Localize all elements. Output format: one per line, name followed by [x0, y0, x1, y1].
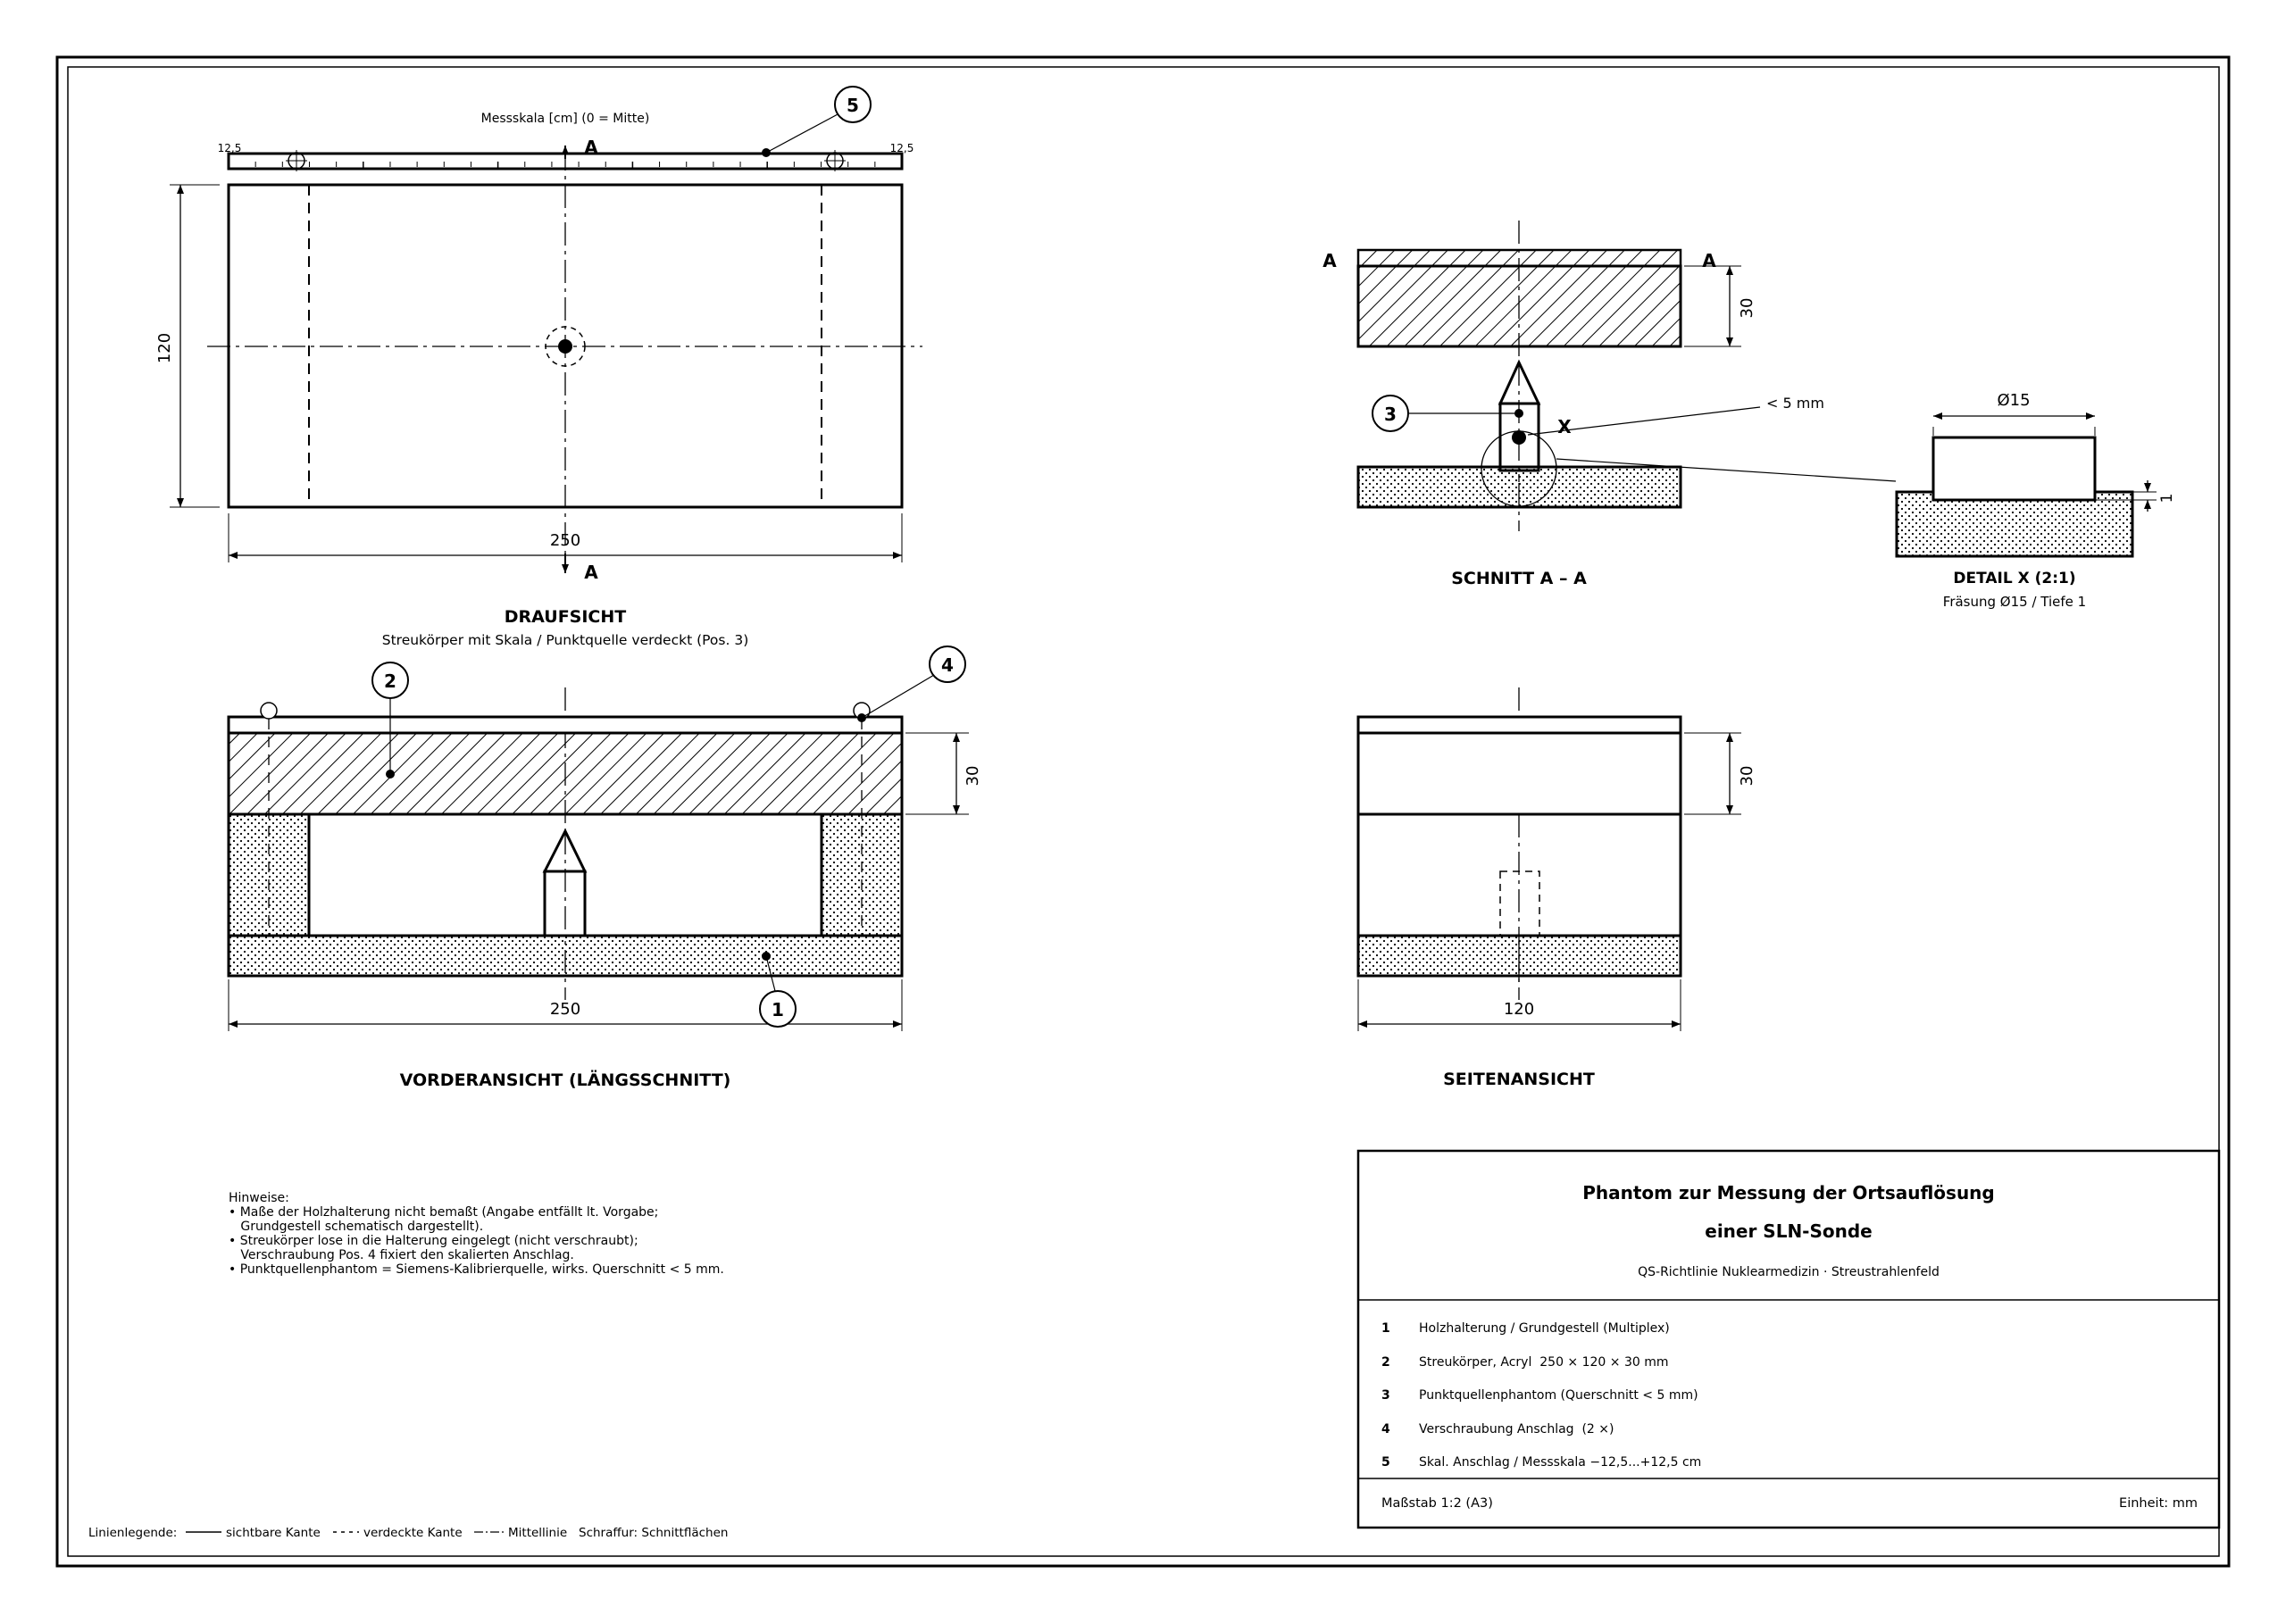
dimension-width-250: 250 — [550, 531, 580, 550]
legend-label: Linienlegende: — [88, 1526, 177, 1540]
balloon-1-label: 1 — [772, 999, 784, 1020]
part-5-text: Skal. Anschlag / Messskala −12,5...+12,5… — [1419, 1455, 1701, 1470]
part-2-number: 2 — [1381, 1355, 1390, 1370]
scale-label: Messskala [cm] (0 = Mitte) — [481, 112, 650, 126]
section-dim-30: 30 — [1738, 298, 1756, 319]
scale-left-value: 12,5 — [218, 142, 242, 154]
legend-visible: sichtbare Kante — [226, 1526, 321, 1540]
detail-subtitle: Fräsung Ø15 / Tiefe 1 — [1943, 594, 2086, 610]
detail-marker-x: X — [1557, 416, 1572, 437]
outer-frame — [55, 55, 2231, 1568]
side-view: 30 120 SEITENANSICHT — [1356, 687, 1756, 1089]
balloon-5-label: 5 — [847, 95, 859, 116]
legend-center: Mittellinie — [508, 1526, 567, 1540]
front-view-title: VORDERANSICHT (LÄNGSSCHNITT) — [400, 1069, 731, 1090]
notes-line-4: Verschraubung Pos. 4 fixiert den skalier… — [229, 1248, 574, 1262]
balloon-3-label: 3 — [1384, 404, 1397, 425]
notes-line-5: • Punktquellenphantom = Siemens-Kalibrie… — [229, 1262, 724, 1277]
balloon-2-label: 2 — [384, 670, 396, 692]
part-1-number: 1 — [1381, 1321, 1390, 1336]
drawing-scale: Maßstab 1:2 (A3) — [1381, 1496, 1493, 1511]
notes-line-1: • Maße der Holzhalterung nicht bemaßt (A… — [229, 1205, 658, 1220]
section-scale-strip — [1356, 248, 1682, 268]
dimension-height-120: 120 — [155, 333, 174, 363]
section-title: SCHNITT A – A — [1451, 569, 1587, 588]
front-dim-250: 250 — [550, 1000, 580, 1019]
detail-title: DETAIL X (2:1) — [1953, 570, 2075, 587]
part-3-number: 3 — [1381, 1388, 1390, 1403]
section-marker-left: A — [1322, 250, 1337, 271]
side-view-title: SEITENANSICHT — [1443, 1070, 1595, 1089]
scale-ticks — [228, 162, 903, 169]
title-block-frame — [1356, 1149, 2221, 1529]
detail-depth-label: 1 — [2158, 494, 2176, 504]
part-4-text: Verschraubung Anschlag (2 ×) — [1419, 1422, 1614, 1437]
part-3-text: Punktquellenphantom (Querschnitt < 5 mm) — [1419, 1388, 1698, 1403]
line-legend: Linienlegende: sichtbare Kante verdeckte… — [88, 1526, 728, 1540]
section-marker-bottom: A — [584, 562, 598, 583]
point-source-center — [558, 339, 572, 354]
front-base-plate — [227, 934, 904, 978]
detail-base — [1895, 490, 2134, 558]
balloon-3 — [1372, 395, 1409, 432]
screw-left — [260, 702, 278, 720]
inner-frame — [67, 66, 2220, 1557]
top-view: Messskala [cm] (0 = Mitte) 12,5 12,5 A A — [155, 86, 922, 648]
detail-x-circle — [1481, 430, 1557, 507]
part-5-number: 5 — [1381, 1455, 1390, 1470]
balloon-1 — [759, 990, 797, 1028]
detail-probe-recess — [1931, 436, 2097, 502]
section-base-plate — [1356, 465, 1682, 509]
notes-line-3: • Streukörper lose in die Halterung eing… — [229, 1234, 638, 1248]
scale-right-value: 12,5 — [890, 142, 914, 154]
section-a-a-view: A A 30 X < 5 mm 3 SCHNITT A – A — [1322, 221, 1897, 588]
part-1-text: Holzhalterung / Grundgestell (Multiplex) — [1419, 1321, 1670, 1336]
part-4-number: 4 — [1381, 1422, 1390, 1437]
section-marker-top: A — [584, 137, 598, 158]
title-block: Phantom zur Messung der Ortsauflösung ei… — [1356, 1149, 2221, 1529]
title-line-1: Phantom zur Messung der Ortsauflösung — [1582, 1182, 1995, 1203]
balloon-4 — [929, 645, 966, 683]
top-view-subtitle: Streukörper mit Skala / Punktquelle verd… — [382, 632, 749, 648]
legend-hidden: verdeckte Kante — [363, 1526, 463, 1540]
balloon-4-label: 4 — [941, 654, 954, 676]
detail-x-view: Ø15 1 DETAIL X (2:1) Fräsung Ø15 / Tiefe… — [1895, 391, 2176, 610]
side-scatter-body — [1356, 731, 1682, 816]
section-marker-right: A — [1702, 250, 1716, 271]
section-scatter-body — [1356, 264, 1682, 348]
front-scale-strip — [227, 715, 904, 735]
legend-hatch: Schraffur: Schnittflächen — [579, 1526, 728, 1540]
side-dim-120: 120 — [1504, 1000, 1534, 1019]
notes-line-2: Grundgestell schematisch dargestellt). — [229, 1220, 483, 1234]
balloon-5 — [834, 86, 872, 123]
drawing-unit: Einheit: mm — [2119, 1496, 2198, 1511]
side-hidden-probe — [1499, 870, 1540, 937]
balloon-2 — [371, 662, 409, 699]
part-2-text: Streukörper, Acryl 250 × 120 × 30 mm — [1419, 1355, 1669, 1370]
front-dim-30: 30 — [964, 766, 982, 787]
top-view-title: DRAUFSICHT — [505, 607, 627, 627]
front-view: 30 250 2 4 1 VORDERANSICHT (LÄNGSSCHNITT… — [227, 645, 982, 1090]
hidden-point-source-outline — [545, 326, 586, 367]
gap-label-5mm: < 5 mm — [1766, 395, 1824, 412]
point-source-dot — [1512, 430, 1526, 445]
front-scatter-body — [227, 731, 904, 816]
detail-diameter-label: Ø15 — [1997, 391, 2030, 410]
title-line-2: einer SLN-Sonde — [1705, 1220, 1873, 1242]
side-scale-strip — [1356, 715, 1682, 735]
notes-heading: Hinweise: — [229, 1191, 289, 1205]
side-dim-30: 30 — [1738, 766, 1756, 787]
notes: Hinweise: • Maße der Holzhalterung nicht… — [229, 1191, 724, 1277]
title-subtitle: QS-Richtlinie Nuklearmedizin · Streustra… — [1638, 1265, 1940, 1279]
